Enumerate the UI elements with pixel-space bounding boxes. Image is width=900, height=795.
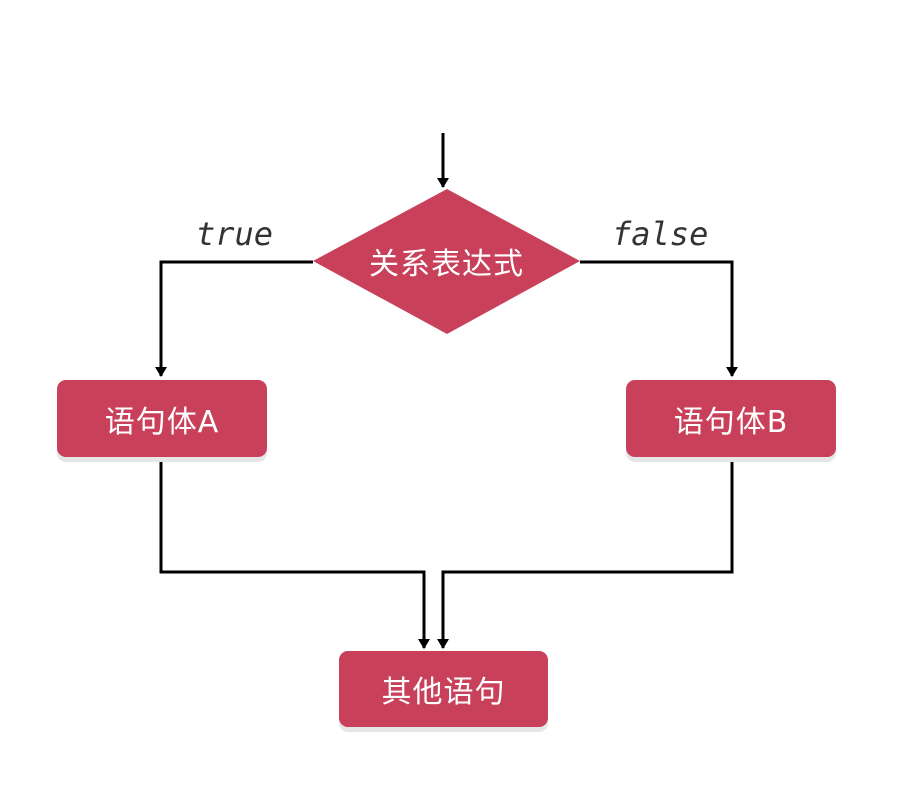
statement-b-box: 语句体B <box>626 380 836 457</box>
statement-a-box: 语句体A <box>57 380 267 457</box>
decision-label: 关系表达式 <box>369 247 524 282</box>
other-statements-box: 其他语句 <box>339 651 548 727</box>
merge-arrow-from-a <box>159 457 430 649</box>
false-branch-arrow <box>580 260 738 377</box>
merge-arrow-from-b <box>437 457 734 649</box>
decision-diamond <box>313 189 580 334</box>
true-branch-arrow <box>155 260 313 377</box>
true-label: true <box>196 215 274 253</box>
false-label: false <box>612 215 709 253</box>
